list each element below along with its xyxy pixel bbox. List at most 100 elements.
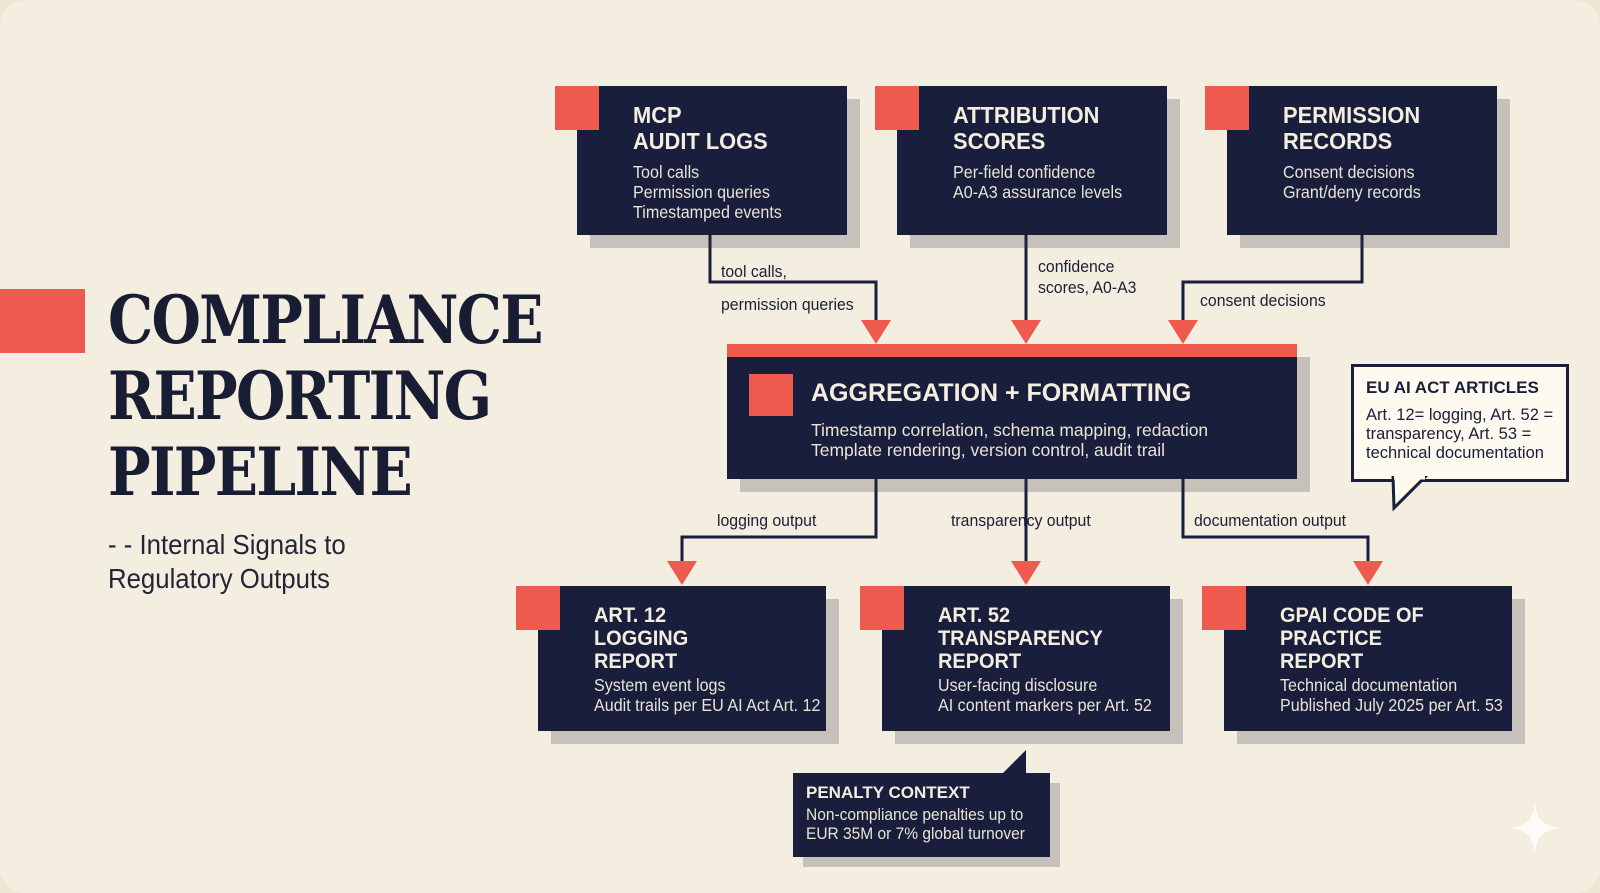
flow-label-logging-output: logging output (717, 511, 817, 530)
arrowhead-attribution (1011, 320, 1041, 344)
box-desc-line: Per-field confidence (953, 162, 1096, 182)
aggregation-box: AGGREGATION + FORMATTING Timestamp corre… (727, 344, 1297, 479)
connector-documentation (1181, 479, 1370, 562)
box-title-line: GPAI CODE OF (1280, 604, 1424, 627)
aggregation-desc-line: Timestamp correlation, schema mapping, r… (811, 420, 1209, 440)
arrowhead-transparency (1011, 561, 1041, 585)
box-title: ART. 52 TRANSPARENCY REPORT (938, 604, 1103, 673)
box-desc-line: Grant/deny records (1283, 182, 1421, 202)
box-title-line: RECORDS (1283, 128, 1393, 154)
box-description: Consent decisions Grant/deny records (1283, 162, 1421, 202)
flow-label-consent: consent decisions (1200, 290, 1326, 311)
output-box-art12-logging: ART. 12 LOGGING REPORT System event logs… (516, 586, 826, 731)
input-box-mcp-audit-logs: MCP AUDIT LOGS Tool calls Permission que… (555, 86, 847, 235)
penalty-description: Non-compliance penalties up to EUR 35M o… (806, 806, 1025, 844)
penalty-desc-line: EUR 35M or 7% global turnover (806, 825, 1025, 843)
box-accent-tag (555, 86, 599, 130)
penalty-title: PENALTY CONTEXT (806, 783, 970, 802)
box-desc-line: Published July 2025 per Art. 53 (1280, 695, 1503, 715)
aggregation-description: Timestamp correlation, schema mapping, r… (811, 420, 1208, 460)
box-title-line: TRANSPARENCY (938, 627, 1103, 650)
box-desc-line: Technical documentation (1280, 675, 1458, 695)
flow-label-line: scores, A0-A3 (1038, 278, 1137, 297)
input-box-permission-records: PERMISSION RECORDS Consent decisions Gra… (1205, 86, 1497, 235)
box-desc-line: Timestamped events (633, 202, 782, 222)
subtitle-line: - - Internal Signals to (108, 529, 346, 560)
flow-label-transparency-output: transparency output (951, 511, 1091, 530)
flow-label-documentation-output: documentation output (1194, 511, 1347, 530)
penalty-context-callout: PENALTY CONTEXT Non-compliance penalties… (793, 773, 1050, 857)
box-title-line: ART. 12 (594, 604, 667, 627)
callout-description: Art. 12= logging, Art. 52 = transparency… (1366, 406, 1553, 463)
box-accent-tag (516, 586, 560, 630)
box-title-line: PERMISSION (1283, 102, 1421, 128)
box-title: ATTRIBUTION SCORES (953, 102, 1099, 154)
box-title: PERMISSION RECORDS (1283, 102, 1420, 154)
box-desc-line: System event logs (594, 675, 726, 695)
sparkle-icon (1509, 802, 1561, 854)
title-line: COMPLIANCE (108, 281, 543, 359)
box-description: Per-field confidence A0-A3 assurance lev… (953, 162, 1122, 202)
callout-desc-line: technical documentation (1366, 444, 1544, 462)
arrowhead-mcp (861, 320, 891, 344)
box-description: Technical documentation Published July 2… (1280, 675, 1503, 715)
box-title: GPAI CODE OF PRACTICE REPORT (1280, 604, 1424, 673)
penalty-pointer (1002, 750, 1026, 774)
aggregation-desc-line: Template rendering, version control, aud… (811, 440, 1166, 460)
callout-title: EU AI ACT ARTICLES (1366, 378, 1539, 397)
box-desc-line: Tool calls (633, 162, 700, 182)
penalty-desc-line: Non-compliance penalties up to (806, 806, 1024, 824)
arrowhead-logging (667, 561, 697, 585)
arrowhead-permission (1168, 320, 1198, 344)
box-accent-tag (860, 586, 904, 630)
arrowhead-documentation (1353, 561, 1383, 585)
page-title: COMPLIANCE REPORTING PIPELINE (108, 281, 543, 511)
flow-label-line: confidence (1038, 257, 1115, 276)
box-description: User-facing disclosure AI content marker… (938, 675, 1152, 715)
flow-label-line: tool calls, (721, 262, 787, 281)
box-accent-tag (1202, 586, 1246, 630)
box-title: MCP AUDIT LOGS (633, 102, 768, 154)
box-title-line: SCORES (953, 128, 1046, 154)
aggregation-top-accent (727, 344, 1297, 357)
title-line: REPORTING (108, 357, 492, 435)
output-box-gpai-code: GPAI CODE OF PRACTICE REPORT Technical d… (1202, 586, 1512, 731)
flow-label-confidence: confidence scores, A0-A3 (1038, 256, 1136, 298)
output-box-art52-transparency: ART. 52 TRANSPARENCY REPORT User-facing … (860, 586, 1170, 731)
box-description: Tool calls Permission queries Timestampe… (633, 162, 782, 222)
page-subtitle: - - Internal Signals to Regulatory Outpu… (108, 528, 346, 596)
box-accent-tag (875, 86, 919, 130)
box-title-line: ATTRIBUTION (953, 102, 1100, 128)
box-desc-line: AI content markers per Art. 52 (938, 695, 1152, 715)
flow-label-tool-calls: tool calls, permission queries (721, 255, 854, 321)
box-title-line: REPORT (594, 650, 678, 673)
callout-desc-line: Art. 12= logging, Art. 52 = (1366, 406, 1554, 424)
box-description: System event logs Audit trails per EU AI… (594, 675, 820, 715)
box-title-line: PRACTICE (1280, 627, 1382, 650)
box-title-line: AUDIT LOGS (633, 128, 768, 154)
title-accent-bar (0, 289, 85, 353)
box-accent-tag (749, 374, 793, 416)
connector-permission (1181, 235, 1364, 322)
subtitle-line: Regulatory Outputs (108, 563, 330, 594)
callout-desc-line: transparency, Art. 53 = (1366, 425, 1532, 443)
eu-ai-act-callout: EU AI ACT ARTICLES Art. 12= logging, Art… (1351, 364, 1569, 482)
input-box-attribution-scores: ATTRIBUTION SCORES Per-field confidence … (875, 86, 1167, 235)
connector-logging (680, 479, 878, 562)
title-line: PIPELINE (108, 433, 413, 511)
box-title-line: REPORT (938, 650, 1022, 673)
aggregation-title: AGGREGATION + FORMATTING (811, 379, 1192, 407)
box-title-line: MCP (633, 102, 682, 128)
box-desc-line: Audit trails per EU AI Act Art. 12 (594, 695, 821, 715)
connector-mcp (708, 235, 878, 322)
box-desc-line: Consent decisions (1283, 162, 1415, 182)
flow-label-line: consent decisions (1200, 291, 1326, 310)
box-title-line: LOGGING (594, 627, 689, 650)
box-title-line: ART. 52 (938, 604, 1011, 627)
flow-label-line: permission queries (721, 295, 854, 314)
box-title-line: REPORT (1280, 650, 1364, 673)
box-desc-line: Permission queries (633, 182, 770, 202)
box-title: ART. 12 LOGGING REPORT (594, 604, 688, 673)
